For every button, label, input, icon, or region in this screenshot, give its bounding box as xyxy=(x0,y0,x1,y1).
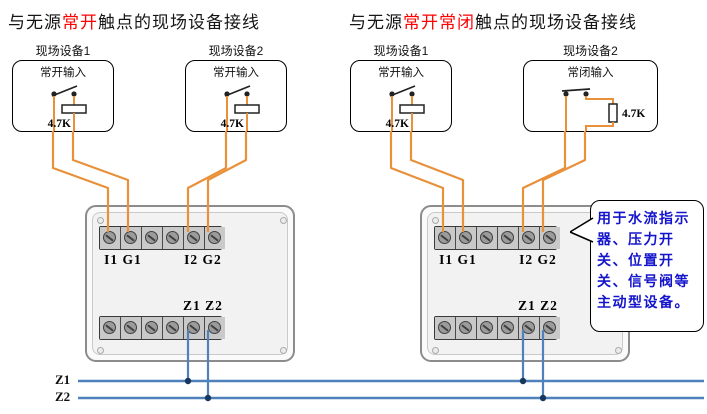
terminal-label-z1z2: Z1 Z2 xyxy=(518,298,558,313)
screw-terminal xyxy=(456,317,477,339)
resistor-icon xyxy=(61,104,87,114)
title-text: 触点的现场设备接线 xyxy=(475,13,637,32)
resistor-value: 4.7K xyxy=(622,108,645,120)
screw-terminal xyxy=(100,317,121,339)
device4-label: 现场设备2 xyxy=(563,44,618,58)
title-text: 触点的现场设备接线 xyxy=(98,13,260,32)
screw-terminal xyxy=(456,227,477,249)
junction-dot xyxy=(184,377,192,385)
screw-terminal xyxy=(205,317,225,339)
mounting-screw-icon xyxy=(280,217,287,224)
nc-switch-icon xyxy=(561,88,591,97)
junction-dot xyxy=(539,394,547,402)
diagram-title-left: 与无源常开触点的现场设备接线 xyxy=(8,8,260,33)
title-text: 与无源 xyxy=(349,13,403,32)
screw-terminal xyxy=(498,317,519,339)
mounting-screw-icon xyxy=(615,347,622,354)
title-highlight-text: 常开 xyxy=(62,13,98,32)
diagram-title-right: 与无源常开常闭触点的现场设备接线 xyxy=(349,8,637,33)
terminal-label-i2g2: I2 G2 xyxy=(519,252,557,267)
screw-terminal xyxy=(540,227,560,249)
screw-terminal xyxy=(100,227,121,249)
device2-input-label: 常开输入 xyxy=(213,67,259,79)
resistor-icon xyxy=(399,104,425,114)
callout-tail-icon xyxy=(570,217,594,243)
screw-terminal xyxy=(121,227,142,249)
device1-input-label: 常开输入 xyxy=(40,67,86,79)
device3-label: 现场设备1 xyxy=(373,44,429,58)
terminal-label-z1z2: Z1 Z2 xyxy=(183,298,223,313)
screw-terminal xyxy=(163,317,184,339)
device2-circuit: 4.7K xyxy=(221,85,260,131)
resistor-value: 4.7K xyxy=(221,118,244,130)
screw-terminal xyxy=(519,317,540,339)
terminal-strip-bottom xyxy=(99,316,225,340)
screw-terminal xyxy=(435,317,456,339)
terminal-strip-top xyxy=(434,226,560,250)
mounting-screw-icon xyxy=(97,217,104,224)
input-module-left: I1 G1 I2 G2 Z1 Z2 xyxy=(85,205,295,362)
mounting-screw-icon xyxy=(280,347,287,354)
callout: 用于水流指示器、压力开关、位置开关、信号阀等主动型设备。 xyxy=(570,200,704,332)
device4-circuit: 4.7K xyxy=(561,88,645,131)
screw-terminal xyxy=(184,227,205,249)
title-highlight-text: 常开常闭 xyxy=(403,13,475,32)
screw-terminal xyxy=(519,227,540,249)
device2-label: 现场设备2 xyxy=(208,44,264,58)
device-box-1: 常开输入 4.7K xyxy=(12,60,114,132)
device-box-2: 常开输入 4.7K xyxy=(185,60,287,132)
terminal-label-i1g1: I1 G1 xyxy=(104,252,142,267)
no-switch-icon xyxy=(51,85,78,97)
screw-terminal xyxy=(121,317,142,339)
callout-text: 用于水流指示器、压力开关、位置开关、信号阀等主动型设备。 xyxy=(590,200,704,332)
screw-terminal xyxy=(477,227,498,249)
bus-label-z1: Z1 xyxy=(55,372,71,387)
bus-label-z2: Z2 xyxy=(55,389,71,404)
junction-dot xyxy=(204,394,212,402)
terminal-label-i2g2: I2 G2 xyxy=(184,252,222,267)
resistor-icon xyxy=(608,103,618,123)
no-switch-icon xyxy=(224,85,251,97)
device4-input-label: 常闭输入 xyxy=(567,67,614,79)
device-box-4: 常闭输入 4.7K xyxy=(523,60,658,132)
device3-input-label: 常开输入 xyxy=(378,67,424,79)
screw-terminal xyxy=(205,227,225,249)
no-switch-icon xyxy=(389,85,416,97)
terminal-strip-top xyxy=(99,226,225,250)
title-text: 与无源 xyxy=(8,13,62,32)
screw-terminal xyxy=(498,227,519,249)
device-box-3: 常开输入 4.7K xyxy=(350,60,452,132)
device1-label: 现场设备1 xyxy=(35,44,91,58)
device-lead xyxy=(585,96,614,104)
device-lead xyxy=(585,122,614,131)
resistor-icon xyxy=(234,104,260,114)
screw-terminal xyxy=(142,227,163,249)
screw-terminal xyxy=(142,317,163,339)
resistor-value: 4.7K xyxy=(386,118,409,130)
terminal-strip-bottom xyxy=(434,316,560,340)
screw-terminal xyxy=(163,227,184,249)
mounting-screw-icon xyxy=(432,347,439,354)
junction-dot xyxy=(519,377,527,385)
screw-terminal xyxy=(184,317,205,339)
device3-circuit: 4.7K xyxy=(386,85,425,131)
terminal-label-i1g1: I1 G1 xyxy=(439,252,477,267)
device1-circuit: 4.7K xyxy=(48,85,87,131)
mounting-screw-icon xyxy=(97,347,104,354)
screw-terminal xyxy=(477,317,498,339)
resistor-value: 4.7K xyxy=(48,118,71,130)
mounting-screw-icon xyxy=(432,217,439,224)
screw-terminal xyxy=(540,317,560,339)
screw-terminal xyxy=(435,227,456,249)
